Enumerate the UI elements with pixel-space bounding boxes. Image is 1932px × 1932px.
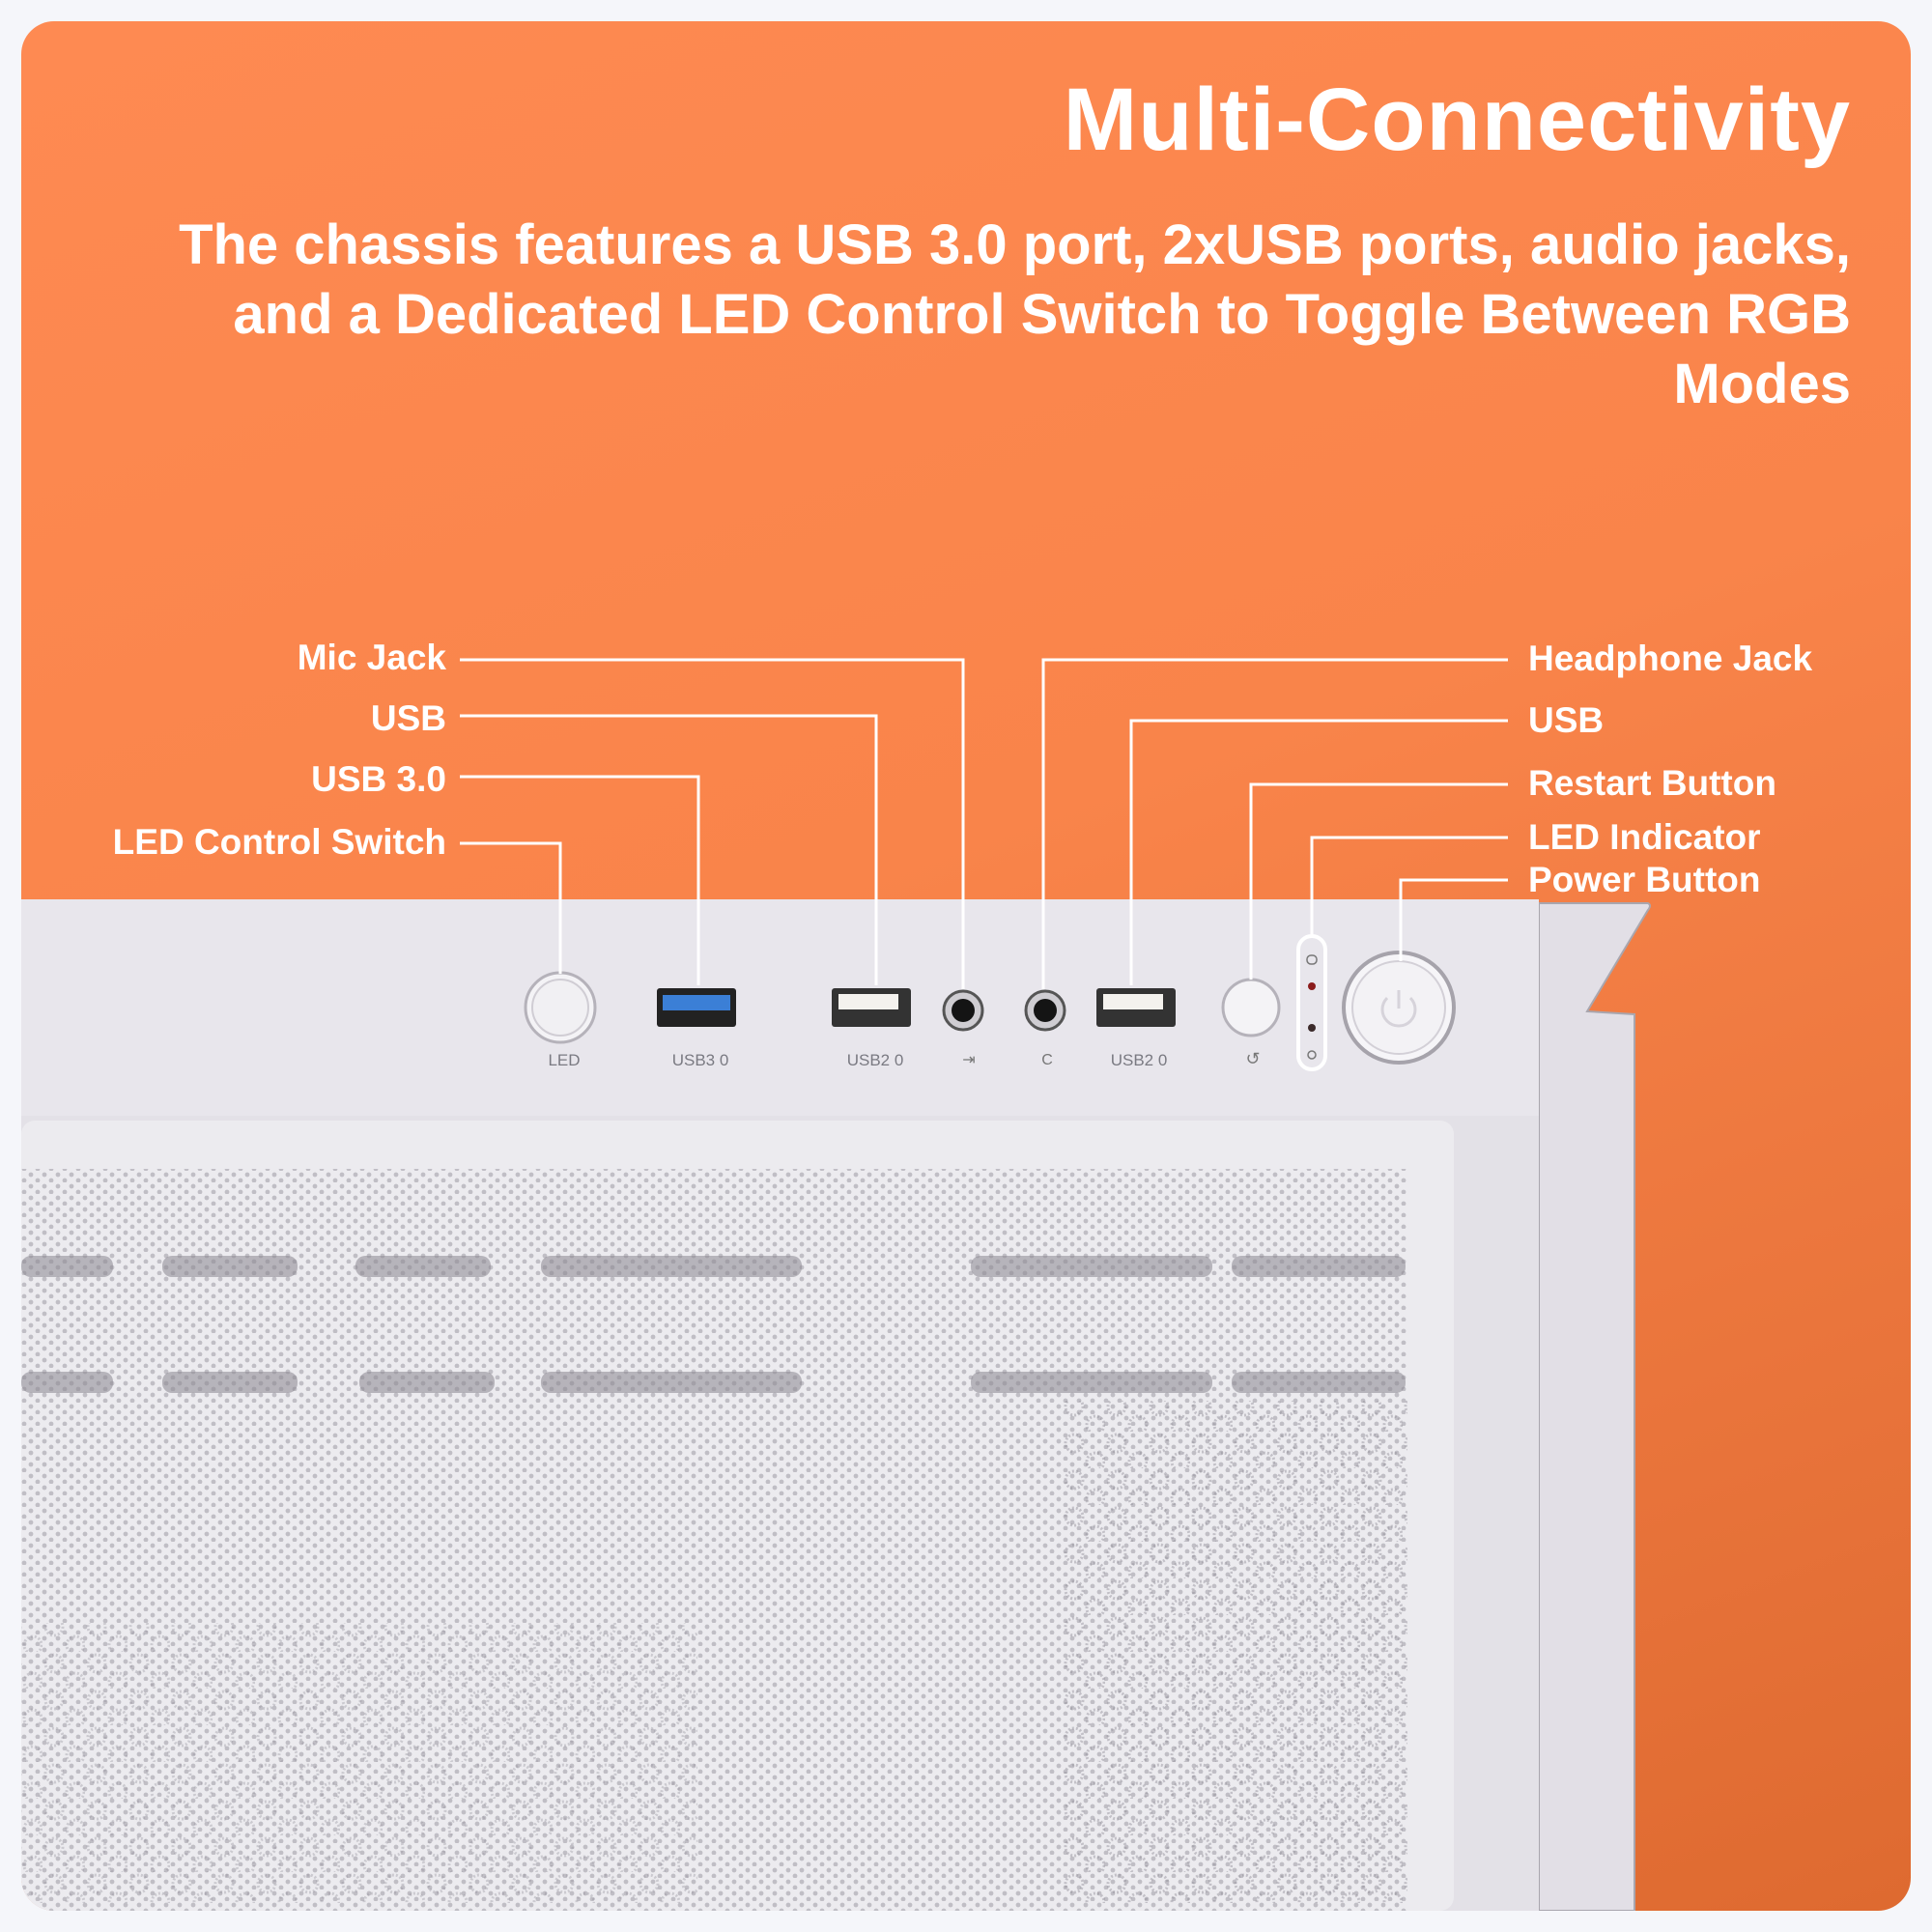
led-control-switch[interactable]: [524, 971, 597, 1044]
callout-led-indicator: LED Indicator: [1528, 817, 1761, 857]
port-label-led: LED: [548, 1051, 581, 1069]
usb2-port-left[interactable]: [832, 988, 911, 1027]
headphone-jack[interactable]: [1024, 989, 1066, 1032]
callout-power-button: Power Button: [1528, 860, 1761, 899]
callout-restart-button: Restart Button: [1528, 763, 1776, 803]
callout-usb3: USB 3.0: [311, 759, 446, 799]
callout-usb-left: USB: [370, 698, 446, 738]
port-label-usb3: USB3 0: [671, 1051, 729, 1069]
restart-icon: ↺: [1245, 1049, 1260, 1068]
callout-headphone-jack: Headphone Jack: [1528, 639, 1813, 678]
power-icon: [1380, 996, 1417, 1028]
port-label-usb2-left: USB2 0: [846, 1051, 904, 1069]
product-banner: Multi-Connectivity The chassis features …: [21, 21, 1911, 1911]
callout-mic-jack: Mic Jack: [297, 638, 446, 677]
callout-lines: [460, 658, 1508, 989]
side-panel: [1538, 902, 1651, 1911]
sun-icon: [1307, 1050, 1317, 1060]
headphone-icon: Ϲ: [1041, 1052, 1053, 1068]
usb2-port-right[interactable]: [1096, 988, 1176, 1027]
callout-usb-right: USB: [1528, 700, 1605, 740]
power-button[interactable]: [1342, 951, 1456, 1065]
chassis-illustration: ⇥ Ϲ ↺: [21, 658, 1651, 1911]
usb3-port[interactable]: [657, 988, 736, 1027]
mic-jack[interactable]: [942, 989, 984, 1032]
page-title: Multi-Connectivity: [1063, 71, 1851, 169]
callout-led-control-switch: LED Control Switch: [112, 822, 446, 862]
restart-button[interactable]: [1221, 978, 1281, 1037]
mic-icon: ⇥: [962, 1052, 975, 1068]
port-label-usb2-right: USB2 0: [1110, 1051, 1168, 1069]
page-subtitle: The chassis features a USB 3.0 port, 2xU…: [179, 213, 1851, 415]
